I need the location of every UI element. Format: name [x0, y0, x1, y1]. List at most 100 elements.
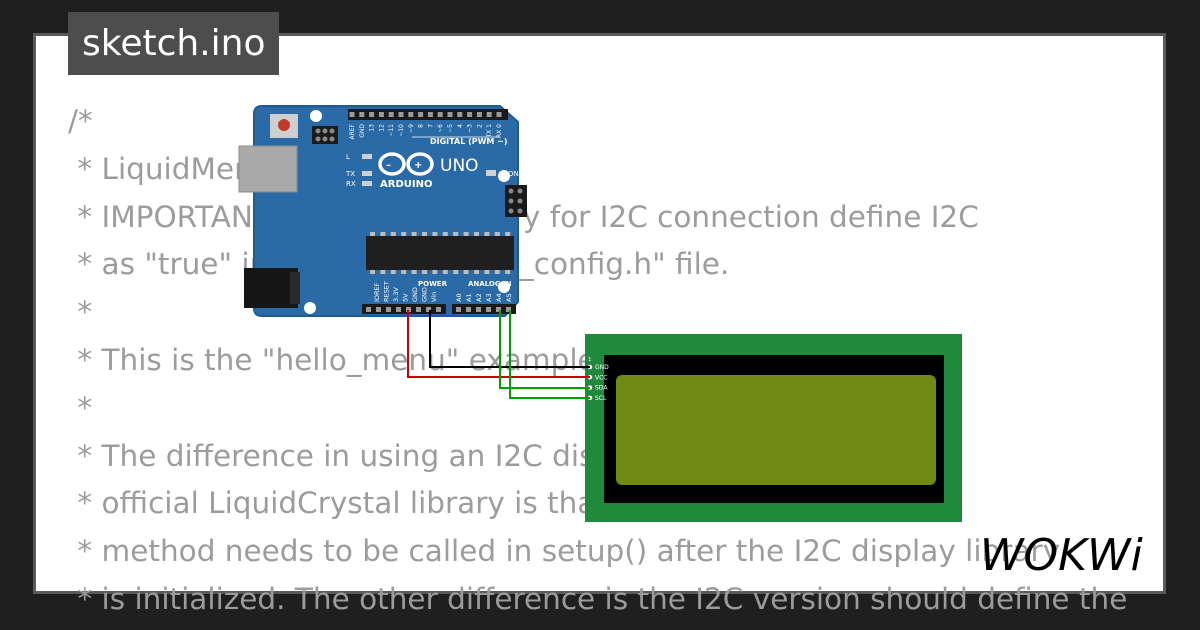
- power-pin-header: [362, 304, 446, 314]
- digital-pin[interactable]: [408, 112, 414, 117]
- analog-pin[interactable]: [466, 307, 471, 312]
- led: [362, 154, 372, 159]
- chip-pin: [505, 270, 511, 274]
- led-label: RX: [346, 180, 356, 188]
- power-pin[interactable]: [406, 307, 411, 312]
- power-header-label: POWER: [418, 280, 448, 288]
- power-pin[interactable]: [416, 307, 421, 312]
- lcd-pin-label: VCC: [595, 374, 607, 381]
- digital-pin-label: AREF: [349, 123, 356, 139]
- chip-pin: [494, 270, 500, 274]
- digital-pin[interactable]: [369, 112, 375, 117]
- wire-sda[interactable]: [499, 310, 590, 389]
- chip-pin: [432, 232, 438, 236]
- lcd-screen: [616, 375, 936, 485]
- digital-pin[interactable]: [378, 112, 384, 117]
- digital-pin[interactable]: [476, 112, 482, 117]
- wire-vcc[interactable]: [407, 310, 590, 378]
- analog-pin-label: A4: [495, 293, 503, 302]
- chip-pin: [484, 270, 490, 274]
- digital-pin[interactable]: [457, 112, 463, 117]
- code-line[interactable]: *: [68, 390, 93, 425]
- chip-pin: [474, 270, 479, 274]
- digital-pin-label: ~9: [408, 124, 415, 133]
- power-pin[interactable]: [426, 307, 431, 312]
- digital-pin-label: 2: [476, 124, 483, 128]
- wire-gnd[interactable]: [429, 310, 590, 368]
- code-line[interactable]: /*: [68, 104, 93, 138]
- logo-plus: +: [414, 160, 422, 171]
- digital-pin-label: ~3: [467, 124, 474, 133]
- mounting-hole: [498, 170, 510, 182]
- power-pin-label: Vin: [430, 292, 438, 302]
- analog-pin[interactable]: [496, 307, 501, 312]
- digital-pin[interactable]: [486, 112, 492, 117]
- analog-pin[interactable]: [486, 307, 491, 312]
- digital-pin-label: TX 1: [486, 124, 493, 139]
- chip-pin: [390, 270, 396, 274]
- digital-pin-label: ~11: [388, 124, 395, 137]
- microcontroller-chip: [366, 236, 514, 270]
- chip-pin: [401, 232, 407, 236]
- chip-pin: [505, 232, 511, 236]
- wire-scl[interactable]: [509, 310, 590, 399]
- power-jack-edge: [290, 272, 300, 304]
- digital-pin-label: RX 0: [496, 124, 503, 138]
- logo-minus: –: [386, 160, 391, 171]
- digital-pin[interactable]: [496, 112, 502, 117]
- analog-pin-label: A2: [475, 293, 483, 302]
- digital-pin[interactable]: [359, 112, 365, 117]
- reset-button-cap[interactable]: [278, 119, 290, 131]
- led-label: TX: [345, 170, 355, 178]
- chip-pin: [453, 232, 459, 236]
- wokwi-logo: WOKWi: [980, 530, 1143, 580]
- digital-pin[interactable]: [349, 112, 355, 117]
- digital-pin[interactable]: [427, 112, 433, 117]
- digital-pin-label: 7: [427, 124, 434, 128]
- digital-pin[interactable]: [447, 112, 453, 117]
- lcd-pin-label: GND: [595, 364, 609, 371]
- digital-pin[interactable]: [437, 112, 443, 117]
- power-pin-label: 5V: [402, 293, 410, 302]
- digital-pin[interactable]: [467, 112, 473, 117]
- digital-pin[interactable]: [418, 112, 424, 117]
- mounting-hole: [304, 302, 316, 314]
- analog-header-label: ANALOG IN: [468, 280, 512, 288]
- on-led: [486, 170, 496, 176]
- code-line[interactable]: * is initialized. The other difference i…: [68, 581, 1128, 616]
- led-label: L: [346, 153, 350, 161]
- power-pin[interactable]: [386, 307, 391, 312]
- digital-pin-label: GND: [359, 124, 366, 138]
- analog-pin[interactable]: [476, 307, 481, 312]
- power-pin[interactable]: [366, 307, 371, 312]
- chip-pin: [380, 270, 386, 274]
- analog-pin[interactable]: [506, 307, 511, 312]
- chip-pin: [380, 232, 386, 236]
- power-pin[interactable]: [436, 307, 441, 312]
- digital-pin-label: ~5: [447, 124, 454, 133]
- analog-pin[interactable]: [456, 307, 461, 312]
- led: [362, 171, 372, 176]
- chip-pin: [474, 232, 479, 236]
- file-tab[interactable]: sketch.ino: [68, 12, 280, 75]
- digital-header-label: DIGITAL (PWM ~): [430, 137, 508, 146]
- code-line[interactable]: * method needs to be called in setup() a…: [68, 534, 1061, 569]
- chip-pin: [390, 232, 396, 236]
- digital-pin[interactable]: [388, 112, 394, 117]
- lcd-pin-label: SCL: [595, 395, 607, 402]
- power-pin[interactable]: [396, 307, 401, 312]
- chip-pin: [463, 270, 469, 274]
- power-pin-label: GND: [421, 287, 429, 302]
- digital-pin-label: ~10: [398, 124, 405, 137]
- analog-pin-label: A0: [455, 293, 463, 302]
- mounting-hole: [498, 281, 510, 293]
- board-brand-label: ARDUINO: [380, 179, 432, 190]
- digital-pin-label: 8: [418, 124, 425, 128]
- digital-pin-label: 13: [369, 124, 376, 132]
- power-pin[interactable]: [376, 307, 381, 312]
- chip-pin: [370, 270, 375, 274]
- code-line[interactable]: *: [68, 295, 93, 330]
- digital-pin[interactable]: [398, 112, 404, 117]
